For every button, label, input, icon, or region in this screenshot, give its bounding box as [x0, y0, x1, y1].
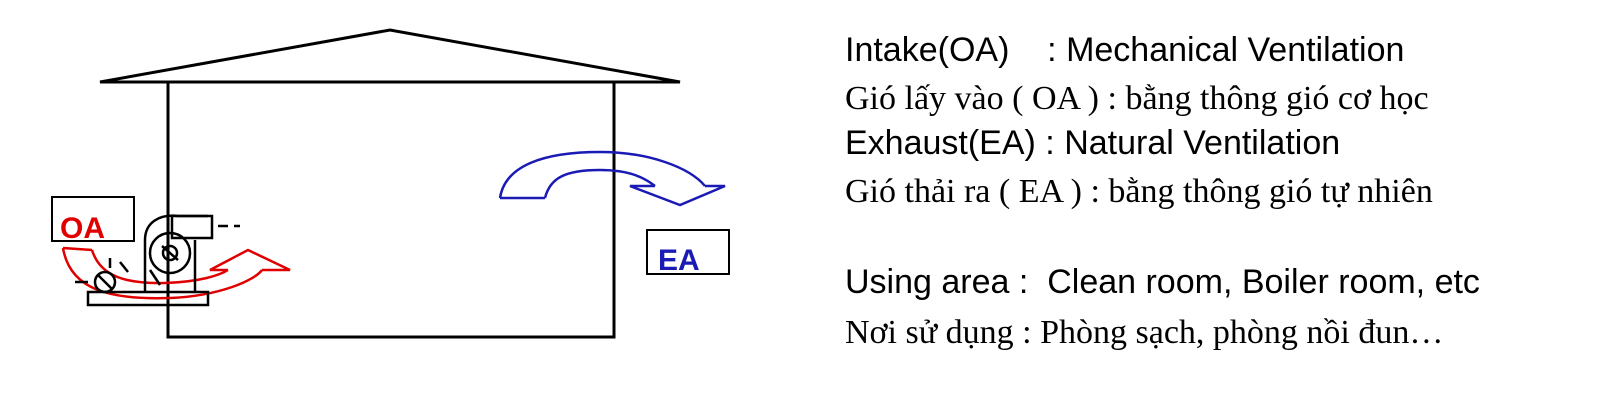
ventilation-diagram: EA OA	[51, 28, 730, 339]
exhaust-arrow-icon	[498, 150, 726, 207]
house-roof	[99, 28, 681, 84]
exhaust-description-vi: Gió thải ra ( EA ) : bằng thông gió tự n…	[845, 173, 1433, 210]
ea-label-box	[646, 229, 730, 275]
area-description-vi: Nơi sử dụng : Phòng sạch, phòng nồi đun…	[845, 314, 1444, 351]
house-walls	[166, 80, 616, 339]
fan-icon	[75, 214, 240, 307]
intake-arrow-icon	[61, 246, 291, 300]
exhaust-description-en: Exhaust(EA) : Natural Ventilation	[845, 124, 1341, 162]
ea-label: EA	[658, 244, 700, 277]
intake-description-vi: Gió lấy vào ( OA ) : bằng thông gió cơ h…	[845, 80, 1429, 117]
intake-description-en: Intake(OA) : Mechanical Ventilation	[845, 31, 1405, 69]
oa-label-box	[51, 196, 135, 242]
oa-label: OA	[60, 212, 105, 245]
area-description-en: Using area : Clean room, Boiler room, et…	[845, 263, 1480, 301]
